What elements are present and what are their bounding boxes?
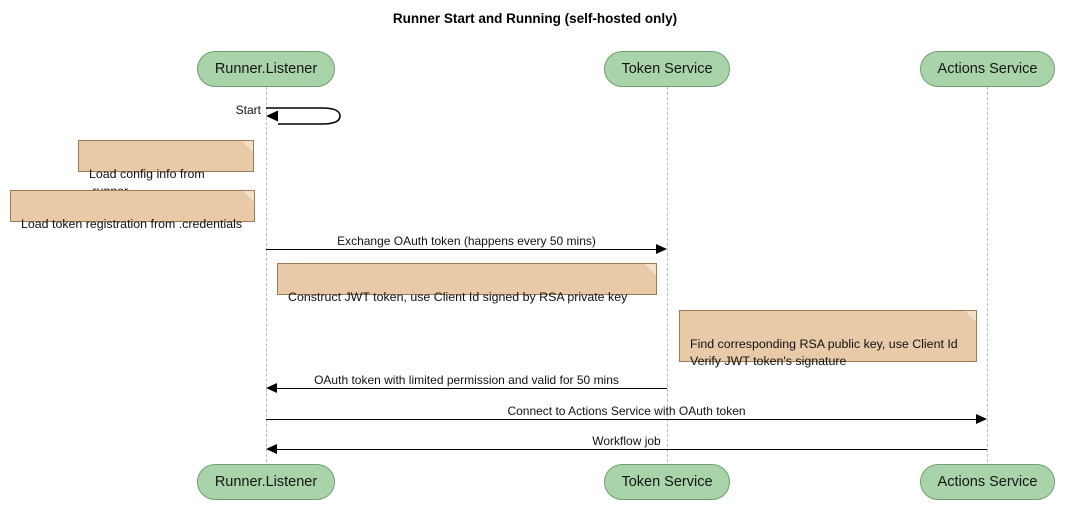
arrowhead-left-icon bbox=[266, 443, 277, 454]
message-line-connect-actions-service[interactable] bbox=[266, 419, 976, 420]
message-label-oauth-token-returned: OAuth token with limited permission and … bbox=[314, 373, 619, 387]
arrowhead-right-icon bbox=[656, 243, 667, 254]
lifeline-runner bbox=[266, 87, 267, 462]
message-line-workflow-job[interactable] bbox=[277, 449, 987, 450]
note-text: Find corresponding RSA public key, use C… bbox=[690, 336, 958, 369]
participant-token-top[interactable]: Token Service bbox=[604, 51, 730, 87]
note-load-config: Load config info from .runner bbox=[78, 140, 254, 198]
note-fold-icon bbox=[645, 264, 656, 275]
participant-label: Runner.Listener bbox=[214, 474, 318, 490]
note-text: Load token registration from .credential… bbox=[21, 216, 243, 231]
participant-runner-bottom[interactable]: Runner.Listener bbox=[197, 464, 335, 500]
participant-label: Token Service bbox=[621, 61, 713, 77]
message-label-exchange-oauth-token: Exchange OAuth token (happens every 50 m… bbox=[337, 234, 596, 248]
participant-actions-top[interactable]: Actions Service bbox=[920, 51, 1055, 87]
participant-label: Actions Service bbox=[937, 474, 1038, 490]
message-label-start: Start bbox=[235, 103, 261, 117]
note-load-token-registration: Load token registration from .credential… bbox=[10, 190, 255, 231]
arrowhead-right-icon bbox=[976, 413, 987, 424]
participant-label: Token Service bbox=[621, 474, 713, 490]
lifeline-token bbox=[667, 87, 668, 462]
note-fold-icon bbox=[242, 141, 253, 152]
participant-label: Actions Service bbox=[937, 61, 1038, 77]
note-text: Construct JWT token, use Client Id signe… bbox=[288, 289, 628, 304]
note-fold-icon bbox=[965, 311, 976, 322]
message-start-selfloop[interactable] bbox=[264, 100, 350, 132]
lifeline-actions bbox=[987, 87, 988, 462]
note-construct-jwt-token: Construct JWT token, use Client Id signe… bbox=[277, 263, 657, 304]
arrowhead-left-icon bbox=[266, 382, 277, 393]
participant-token-bottom[interactable]: Token Service bbox=[604, 464, 730, 500]
page-title: Runner Start and Running (self-hosted on… bbox=[392, 11, 678, 26]
participant-actions-bottom[interactable]: Actions Service bbox=[920, 464, 1055, 500]
message-line-oauth-token-returned[interactable] bbox=[277, 388, 667, 389]
message-label-workflow-job: Workflow job bbox=[592, 434, 661, 448]
participant-label: Runner.Listener bbox=[214, 61, 318, 77]
note-fold-icon bbox=[243, 191, 254, 202]
message-line-exchange-oauth-token[interactable] bbox=[266, 249, 656, 250]
message-label-connect-actions-service: Connect to Actions Service with OAuth to… bbox=[507, 404, 746, 418]
participant-runner-top[interactable]: Runner.Listener bbox=[197, 51, 335, 87]
note-verify-jwt-signature: Find corresponding RSA public key, use C… bbox=[679, 310, 977, 368]
